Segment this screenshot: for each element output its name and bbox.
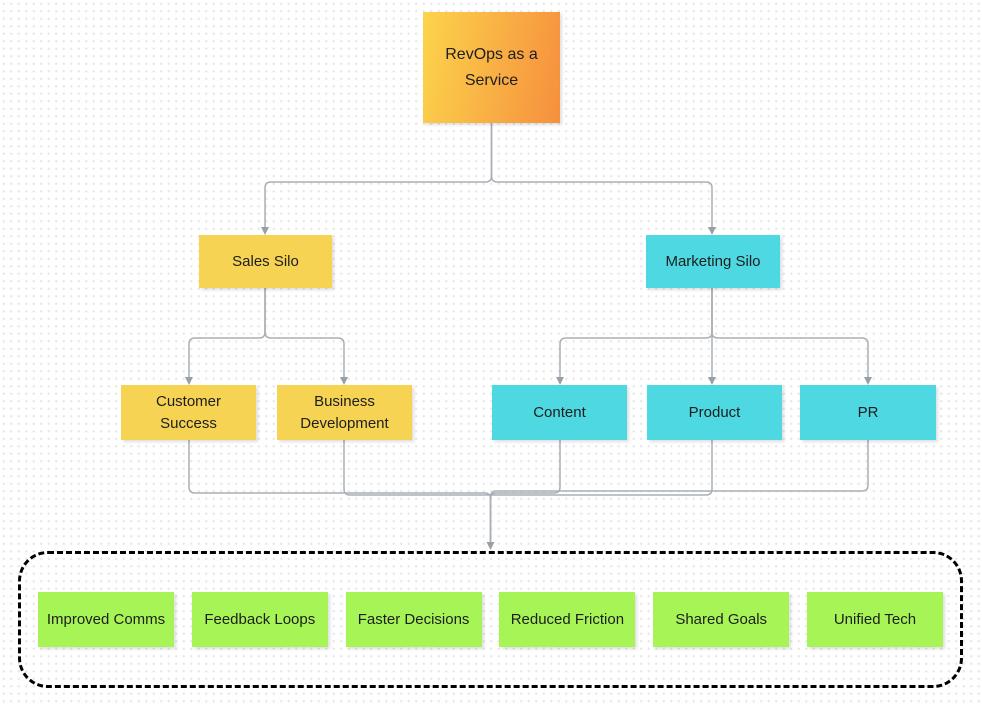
node-product[interactable]: Product — [647, 385, 782, 440]
outcomes-container[interactable]: Improved Comms Feedback Loops Faster Dec… — [18, 551, 963, 688]
node-marketing-silo-label: Marketing Silo — [665, 252, 761, 270]
node-improved-comms[interactable]: Improved Comms — [38, 592, 174, 647]
connector-content-outcomes[interactable] — [489, 440, 561, 544]
node-shared-goals-label: Shared Goals — [675, 610, 768, 628]
connector-sales-business-development[interactable] — [264, 288, 345, 379]
node-feedback-loops-label: Feedback Loops — [204, 610, 316, 628]
node-sales-silo[interactable]: Sales Silo — [199, 235, 332, 288]
arrowhead-product — [708, 377, 716, 385]
arrowhead-business-development — [340, 377, 348, 385]
node-marketing-silo[interactable]: Marketing Silo — [646, 235, 780, 288]
node-shared-goals[interactable]: Shared Goals — [653, 592, 790, 647]
node-customer-success[interactable]: Customer Success — [121, 385, 256, 440]
arrowhead-customer-success — [185, 377, 193, 385]
arrowhead-marketing — [708, 227, 716, 235]
node-pr[interactable]: PR — [800, 385, 936, 440]
node-business-development-label: Business Development — [300, 392, 389, 432]
node-revops-root-label: RevOps as a Service — [445, 45, 538, 89]
node-reduced-friction-label: Reduced Friction — [510, 610, 625, 628]
node-reduced-friction[interactable]: Reduced Friction — [499, 592, 636, 647]
node-feedback-loops[interactable]: Feedback Loops — [191, 592, 328, 647]
arrowhead-pr — [864, 377, 872, 385]
arrowhead-outcomes — [486, 542, 495, 550]
connector-customer-success-outcomes[interactable] — [188, 440, 492, 544]
node-content-label: Content — [533, 403, 586, 421]
connector-marketing-content[interactable] — [559, 288, 713, 379]
connector-product-outcomes[interactable] — [490, 440, 713, 496]
node-business-development[interactable]: Business Development — [277, 385, 412, 440]
arrowhead-content — [556, 377, 564, 385]
node-customer-success-label: Customer Success — [155, 392, 222, 432]
connector-pr-outcomes[interactable] — [489, 440, 869, 544]
node-improved-comms-label: Improved Comms — [46, 610, 166, 628]
node-content[interactable]: Content — [492, 385, 627, 440]
connector-sales-customer-success[interactable] — [188, 288, 266, 379]
connector-root-sales[interactable] — [264, 123, 493, 230]
node-revops-root[interactable]: RevOps as a Service — [423, 12, 560, 123]
node-unified-tech[interactable]: Unified Tech — [806, 592, 943, 647]
connector-business-development-outcomes[interactable] — [343, 440, 491, 496]
node-pr-label: PR — [857, 403, 879, 421]
connector-marketing-pr[interactable] — [711, 288, 869, 379]
node-product-label: Product — [688, 403, 741, 421]
connector-root-marketing[interactable] — [490, 123, 713, 230]
arrowhead-sales — [261, 227, 269, 235]
node-faster-decisions[interactable]: Faster Decisions — [345, 592, 482, 647]
node-faster-decisions-label: Faster Decisions — [357, 610, 470, 628]
node-sales-silo-label: Sales Silo — [232, 252, 299, 270]
node-unified-tech-label: Unified Tech — [833, 610, 917, 628]
